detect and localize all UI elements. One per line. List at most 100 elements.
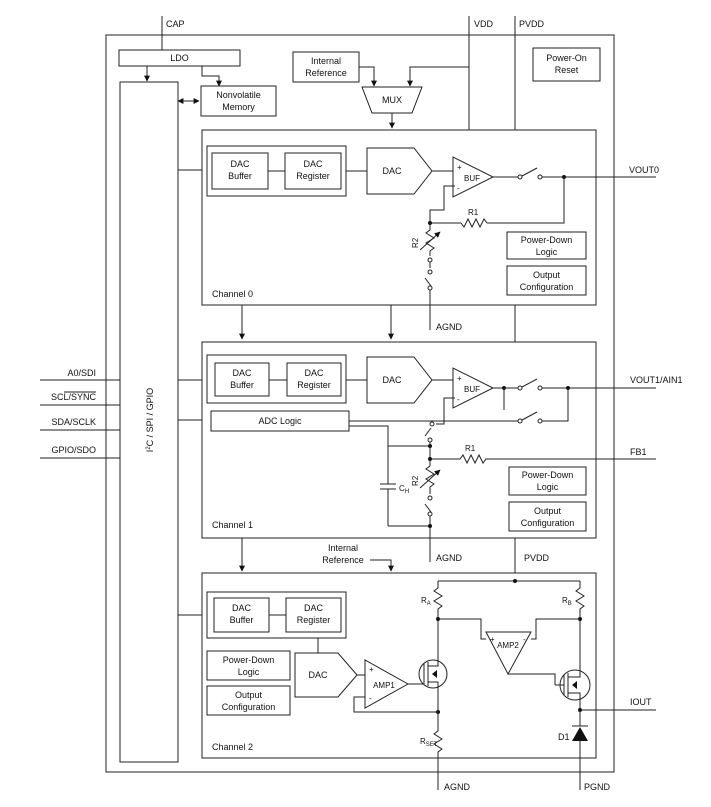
channel2-d1 [572,727,588,741]
channel0-buf-label: BUF [464,174,480,183]
channel1-r2 [425,459,435,494]
channel0-r1-label: R1 [468,208,479,217]
channel2-intref-l1: Internal [328,543,358,553]
channel0-buf-plus: + [457,163,462,172]
channel2-rset-label: RSET [420,737,438,748]
intref-label-1: Internal [311,56,341,66]
channel2-rset [433,727,443,790]
channel2-d1-label: D1 [558,732,570,742]
channel1-dac-buffer-l2: Buffer [230,380,254,390]
channel2-ra-label: RA [421,596,431,607]
por-label-2: Reset [555,65,579,75]
pin-pgnd: PGND [584,782,611,792]
por-label-1: Power-On [546,53,587,63]
channel0-dac-register-l2: Register [296,171,330,181]
pin-agnd-ch1: AGND [436,553,463,563]
channel0-buf-minus: - [457,184,460,193]
mux-label: MUX [382,95,402,105]
channel1-pd-l1: Power-Down [522,470,574,480]
channel2-amp1 [364,659,410,709]
channel2-amp2-minus: - [523,635,526,644]
pin-sda-sclk: SDA/SCLK [51,417,96,427]
channel1-dac-label: DAC [382,375,402,385]
channel1-oc-l2: Configuration [521,518,575,528]
chip-outline [105,34,615,773]
channel2-rb-label: RB [562,596,572,607]
interface-label: I2C / SPI / GPIO [145,388,155,452]
channel0-dac-buffer-l1: DAC [230,159,250,169]
nonvolatile-memory-block [200,85,277,117]
ldo-label: LDO [170,53,189,63]
channel1-dac-register [286,362,342,397]
channel1-buf-label: BUF [464,385,480,394]
pin-vout0: VOUT0 [629,165,659,175]
channel0-dac-label: DAC [382,166,402,176]
channel1-buf-minus: - [457,395,460,404]
channel2-pd-l2: Logic [238,667,260,677]
pin-scl-sync: SCL/SYNC [51,392,97,402]
channel1-dac [366,356,433,404]
channel0-oc-l2: Configuration [520,282,574,292]
channel2-amp1-plus: + [369,665,374,674]
pin-gpio-sdo: GPIO/SDO [51,445,96,455]
nvm-label-2: Memory [222,102,255,112]
channel0-oc-l1: Output [533,270,561,280]
channel1-dac-register-l1: DAC [304,368,324,378]
channel2-intref-l2: Reference [322,555,364,565]
channel2-pd-l1: Power-Down [223,655,275,665]
channel1-oc-l1: Output [534,506,562,516]
channel0-dac-buffer [211,152,269,190]
channel1-dac-buffer [214,362,270,397]
channel1-r1 [430,453,656,465]
channel2-dac-buffer-l1: DAC [232,603,252,613]
pin-cap: CAP [166,19,185,29]
channel0-r2-label: R2 [411,237,420,248]
channel0-power-down-logic [506,231,587,260]
channel1-dac-register-l2: Register [297,380,331,390]
interface-block [119,81,179,763]
channel0-dac-register-l1: DAC [303,159,323,169]
channel1-r1-label: R1 [465,444,476,453]
channel1-ch-label: CH [399,484,409,495]
channel2-dac-group [206,591,347,639]
channel1-buf [452,367,495,409]
pin-iout: IOUT [630,697,652,707]
channel2-rb [575,581,585,660]
channel1-output-configuration [508,501,587,532]
channel1-buf-plus: + [457,374,462,383]
pin-fb1: FB1 [630,447,647,457]
channel0-dac [366,147,433,195]
channel0-pd-l2: Logic [536,247,558,257]
channel2-dac-buffer-l2: Buffer [230,615,254,625]
mux-block [361,86,423,114]
channel2-dac-register [285,597,342,633]
channel0-dac-register [284,152,342,190]
channel1-title: Channel 1 [212,520,253,530]
channel0-pd-l1: Power-Down [521,235,573,245]
pin-pvdd-mid: PVDD [524,553,550,563]
pin-a0-sdi: A0/SDI [67,368,96,378]
pin-agnd-bottom: AGND [444,782,471,792]
channel1-r2-label: R2 [411,475,420,486]
channel1-dac-buffer-l1: DAC [232,368,252,378]
channel1-power-down-logic [508,466,587,496]
channel0-dac-buffer-l2: Buffer [228,171,252,181]
channel2-amp1-label: AMP1 [373,681,395,690]
channel2-amp2-plus: + [490,635,495,644]
power-on-reset-block [532,47,601,82]
pin-pvdd-top: PVDD [519,19,545,29]
channel0-r1 [460,217,488,229]
channel2-oc-l1: Output [235,690,263,700]
channel1-pd-l2: Logic [537,482,559,492]
pin-vdd: VDD [474,19,494,29]
pin-vout1-ain1: VOUT1/AIN1 [630,375,683,385]
channel2-dac-label: DAC [308,670,328,680]
channel0-buf [452,156,495,198]
ldo-block [118,49,241,67]
channel0-output-configuration [506,265,587,296]
channel2-title: Channel 2 [212,742,253,752]
channel2-oc-l2: Configuration [222,702,276,712]
nvm-label-1: Nonvolatile [216,90,261,100]
channel2-amp2-label: AMP2 [497,641,519,650]
